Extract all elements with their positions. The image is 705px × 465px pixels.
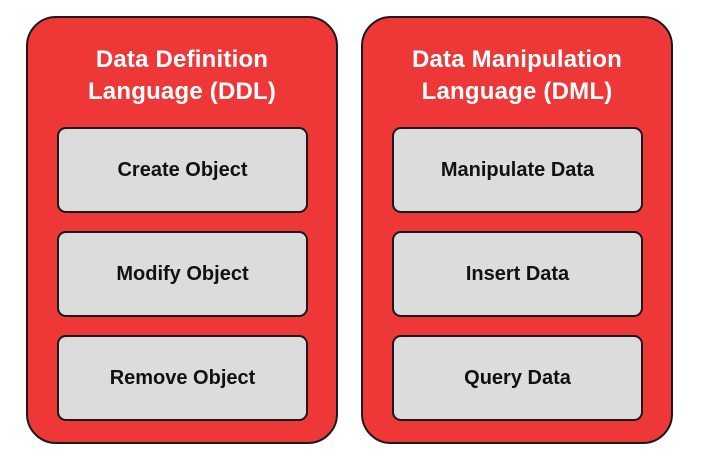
dml-title-line-2: Language (DML): [421, 78, 613, 105]
ddl-panel: Data Definition Language (DDL) Create Ob…: [26, 16, 338, 444]
dml-panel-title: Data Manipulation Language (DML): [363, 44, 671, 108]
ddl-panel-title: Data Definition Language (DDL): [28, 44, 336, 108]
ddl-title-line-1: Data Definition: [95, 46, 269, 73]
dml-item-manipulate-data: Manipulate Data: [392, 127, 643, 213]
dml-item-insert-data: Insert Data: [392, 231, 643, 317]
ddl-item-modify-object: Modify Object: [57, 231, 308, 317]
ddl-title-line-2: Language (DDL): [87, 78, 277, 105]
dml-title-line-1: Data Manipulation: [411, 46, 623, 73]
ddl-item-remove-object: Remove Object: [57, 335, 308, 421]
dml-panel: Data Manipulation Language (DML) Manipul…: [361, 16, 673, 444]
ddl-item-create-object: Create Object: [57, 127, 308, 213]
dml-item-query-data: Query Data: [392, 335, 643, 421]
